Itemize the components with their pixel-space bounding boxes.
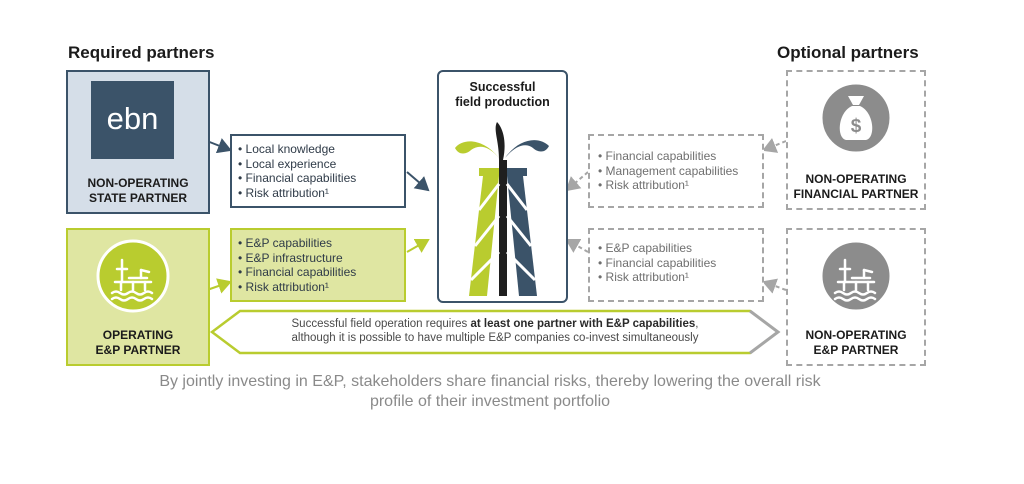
financial-partner-label: NON-OPERATING FINANCIAL PARTNER: [788, 172, 924, 202]
banner-line1: Successful field operation requires at l…: [240, 317, 750, 331]
list-item: Risk attribution¹: [598, 270, 762, 285]
financial-partner-label-line1: NON-OPERATING: [788, 172, 924, 187]
financial-capabilities-box: Financial capabilities Management capabi…: [588, 134, 764, 208]
list-item: Financial capabilities: [598, 149, 762, 164]
list-item: E&P capabilities: [598, 241, 762, 256]
list-item: Local experience: [238, 157, 404, 172]
ebn-logo: ebn: [91, 81, 174, 159]
state-partner-box: ebn NON-OPERATING STATE PARTNER: [66, 70, 210, 214]
center-box: Successful field production: [437, 70, 568, 303]
nonop-partner-box: NON-OPERATING E&P PARTNER: [786, 228, 926, 366]
banner-text: Successful field operation requires at l…: [240, 317, 750, 345]
state-capabilities-list: Local knowledge Local experience Financi…: [232, 136, 404, 200]
arrow-nonop-to-info: [764, 282, 786, 290]
required-partners-heading: Required partners: [68, 43, 214, 63]
financial-partner-box: $ NON-OPERATING FINANCIAL PARTNER: [786, 70, 926, 210]
list-item: Financial capabilities: [598, 256, 762, 271]
list-item: Management capabilities: [598, 164, 762, 179]
arrow-fininfo-to-center: [567, 172, 588, 190]
list-item: Risk attribution¹: [598, 178, 762, 193]
banner-line1-pre: Successful field operation requires: [292, 318, 471, 330]
operating-capabilities-list: E&P capabilities E&P infrastructure Fina…: [232, 230, 404, 294]
nonop-partner-label-line2: E&P PARTNER: [788, 343, 924, 358]
operating-capabilities-box: E&P capabilities E&P infrastructure Fina…: [230, 228, 406, 302]
state-partner-label-line2: STATE PARTNER: [68, 191, 208, 206]
footer-line2: profile of their investment portfolio: [60, 392, 920, 412]
footer-line1: By jointly investing in E&P, stakeholder…: [60, 372, 920, 392]
list-item: Financial capabilities: [238, 265, 404, 280]
financial-capabilities-list: Financial capabilities Management capabi…: [590, 136, 762, 193]
arrow-info-to-center: [407, 172, 428, 190]
nonop-partner-label-line1: NON-OPERATING: [788, 328, 924, 343]
list-item: Local knowledge: [238, 142, 404, 157]
state-partner-label-line1: NON-OPERATING: [68, 176, 208, 191]
footer-text: By jointly investing in E&P, stakeholder…: [60, 372, 920, 412]
money-bag-icon: $: [818, 80, 894, 161]
oil-derrick-icon: [453, 120, 553, 301]
optional-partners-heading: Optional partners: [777, 43, 919, 63]
list-item: E&P capabilities: [238, 236, 404, 251]
banner-line2: although it is possible to have multiple…: [240, 331, 750, 345]
list-item: Financial capabilities: [238, 171, 404, 186]
center-title: Successful field production: [439, 80, 566, 110]
ebn-logo-text: ebn: [107, 101, 159, 136]
svg-text:$: $: [851, 116, 862, 137]
offshore-platform-icon: [818, 238, 894, 319]
arrow-opinfo-to-center: [407, 240, 428, 252]
arrow-financial-to-info: [764, 141, 786, 150]
financial-partner-label-line2: FINANCIAL PARTNER: [788, 187, 924, 202]
nonop-partner-label: NON-OPERATING E&P PARTNER: [788, 328, 924, 358]
list-item: E&P infrastructure: [238, 251, 404, 266]
center-title-line2: field production: [439, 95, 566, 110]
state-partner-label: NON-OPERATING STATE PARTNER: [68, 176, 208, 206]
state-capabilities-box: Local knowledge Local experience Financi…: [230, 134, 406, 208]
operating-partner-label: OPERATING E&P PARTNER: [68, 328, 208, 358]
operating-partner-box: OPERATING E&P PARTNER: [66, 228, 210, 366]
arrow-state-to-info: [207, 141, 230, 150]
offshore-platform-icon: [95, 238, 171, 319]
nonop-capabilities-box: E&P capabilities Financial capabilities …: [588, 228, 764, 302]
banner-line1-bold: at least one partner with E&P capabiliti…: [471, 318, 696, 330]
list-item: Risk attribution¹: [238, 186, 404, 201]
operating-partner-label-line1: OPERATING: [68, 328, 208, 343]
list-item: Risk attribution¹: [238, 280, 404, 295]
arrow-nonopinfo-to-center: [567, 240, 588, 252]
nonop-capabilities-list: E&P capabilities Financial capabilities …: [590, 230, 762, 285]
banner-line1-post: ,: [695, 318, 698, 330]
operating-partner-label-line2: E&P PARTNER: [68, 343, 208, 358]
arrow-operating-to-info: [207, 282, 230, 290]
center-title-line1: Successful: [439, 80, 566, 95]
